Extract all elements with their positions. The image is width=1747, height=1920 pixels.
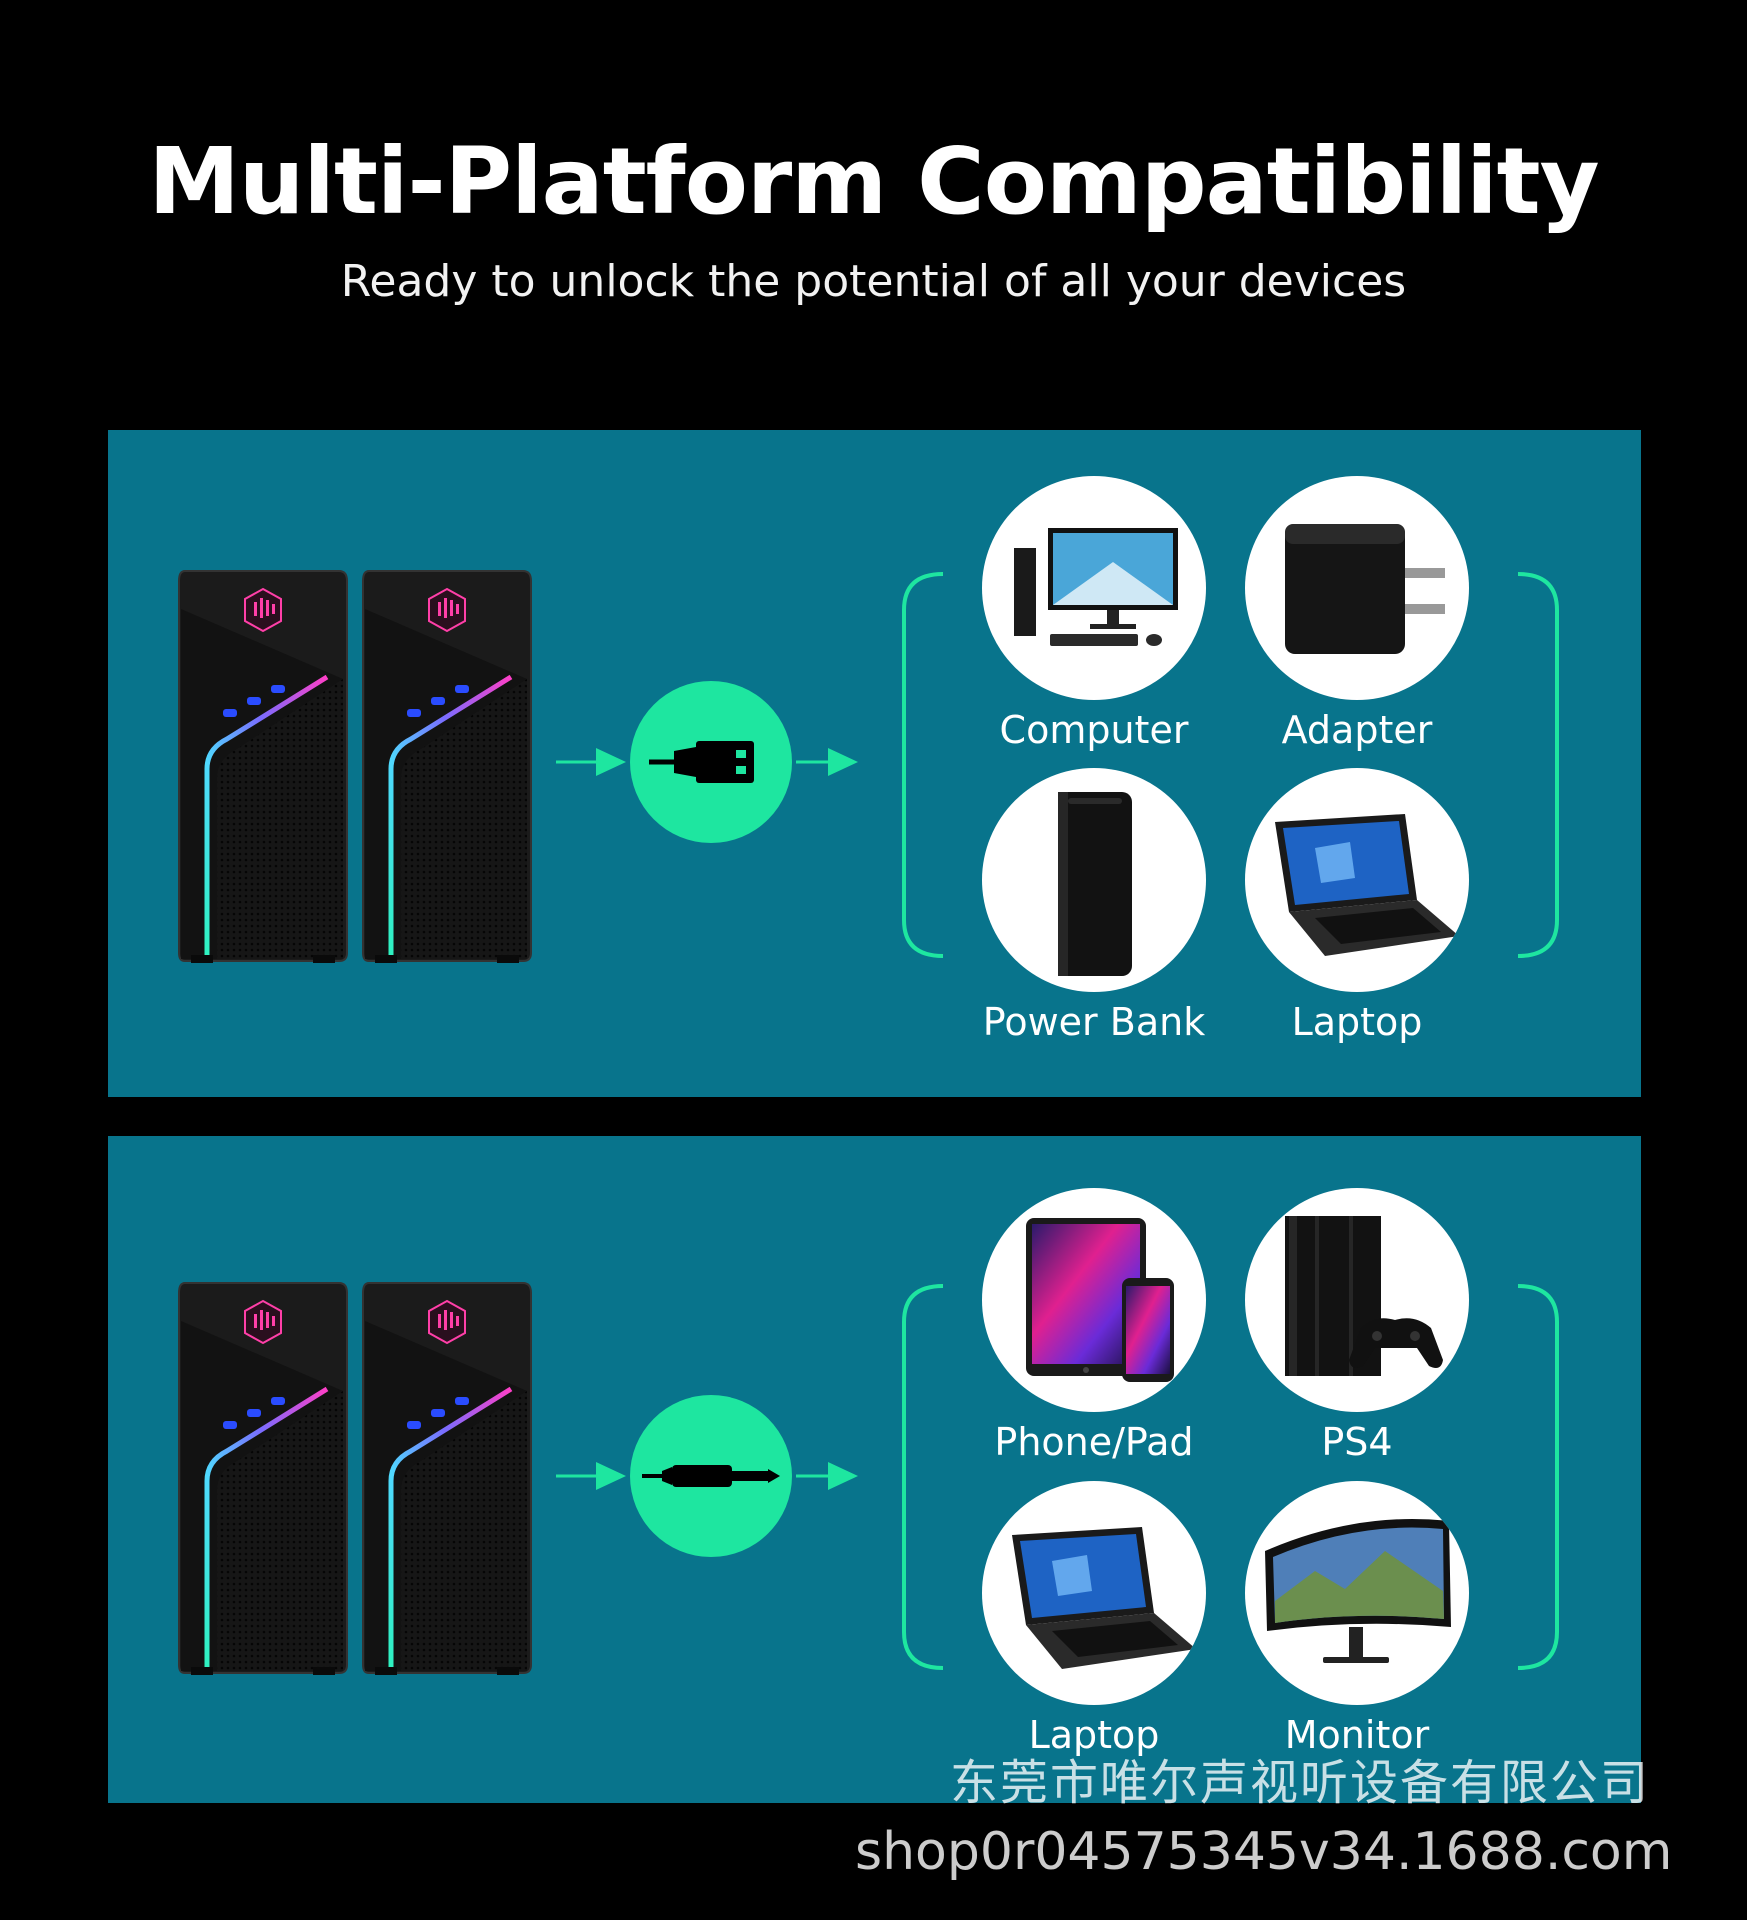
- laptop-icon: [1275, 814, 1459, 956]
- device-label: Laptop: [1291, 1000, 1423, 1044]
- device-adapter: Adapter: [1227, 476, 1487, 771]
- left-bracket: [902, 1284, 944, 1670]
- page-subtitle: Ready to unlock the potential of all you…: [340, 256, 1407, 307]
- usb-compatibility-panel: Computer Adapter Power Bank: [108, 430, 1641, 1097]
- device-label: Phone/Pad: [994, 1420, 1194, 1464]
- device-phone-pad: Phone/Pad: [964, 1188, 1224, 1483]
- usb-plug-icon: [649, 741, 754, 783]
- left-speaker-image: [177, 1281, 349, 1675]
- aux-jack-icon: [642, 1465, 780, 1487]
- right-bracket: [1517, 572, 1559, 958]
- device-laptop: Laptop: [964, 1481, 1224, 1776]
- right-speaker-image: [361, 569, 533, 963]
- phone-tablet-icon: [1026, 1218, 1174, 1382]
- right-bracket: [1517, 1284, 1559, 1670]
- device-monitor: Monitor: [1227, 1481, 1487, 1776]
- ps4-console-icon: [1285, 1216, 1443, 1376]
- wall-adapter-icon: [1285, 524, 1445, 654]
- device-label: Laptop: [1028, 1713, 1160, 1757]
- aux-connection-arrows: [556, 1395, 858, 1557]
- desktop-computer-icon: [1014, 528, 1178, 646]
- aux-compatibility-panel: Phone/Pad PS4 Laptop: [108, 1136, 1641, 1803]
- curved-monitor-icon: [1265, 1519, 1451, 1663]
- usb-connection-arrows: [556, 681, 858, 843]
- device-laptop: Laptop: [1227, 768, 1487, 1063]
- device-label: Adapter: [1281, 708, 1433, 752]
- device-computer: Computer: [964, 476, 1224, 771]
- url-watermark: shop0r04575345v34.1688.com: [855, 1822, 1673, 1882]
- device-label: Power Bank: [982, 1000, 1206, 1044]
- device-label: Computer: [999, 708, 1189, 752]
- laptop-icon: [1012, 1527, 1196, 1669]
- right-speaker-image: [361, 1281, 533, 1675]
- device-label: Monitor: [1284, 1713, 1430, 1757]
- left-speaker-image: [177, 569, 349, 963]
- device-ps4: PS4: [1227, 1188, 1487, 1483]
- device-label: PS4: [1321, 1420, 1393, 1464]
- device-power-bank: Power Bank: [964, 768, 1224, 1063]
- company-watermark: 东莞市唯尔声视听设备有限公司: [950, 1755, 1651, 1811]
- left-bracket: [902, 572, 944, 958]
- page-title: Multi-Platform Compatibility: [148, 128, 1599, 235]
- power-bank-icon: [1058, 792, 1132, 976]
